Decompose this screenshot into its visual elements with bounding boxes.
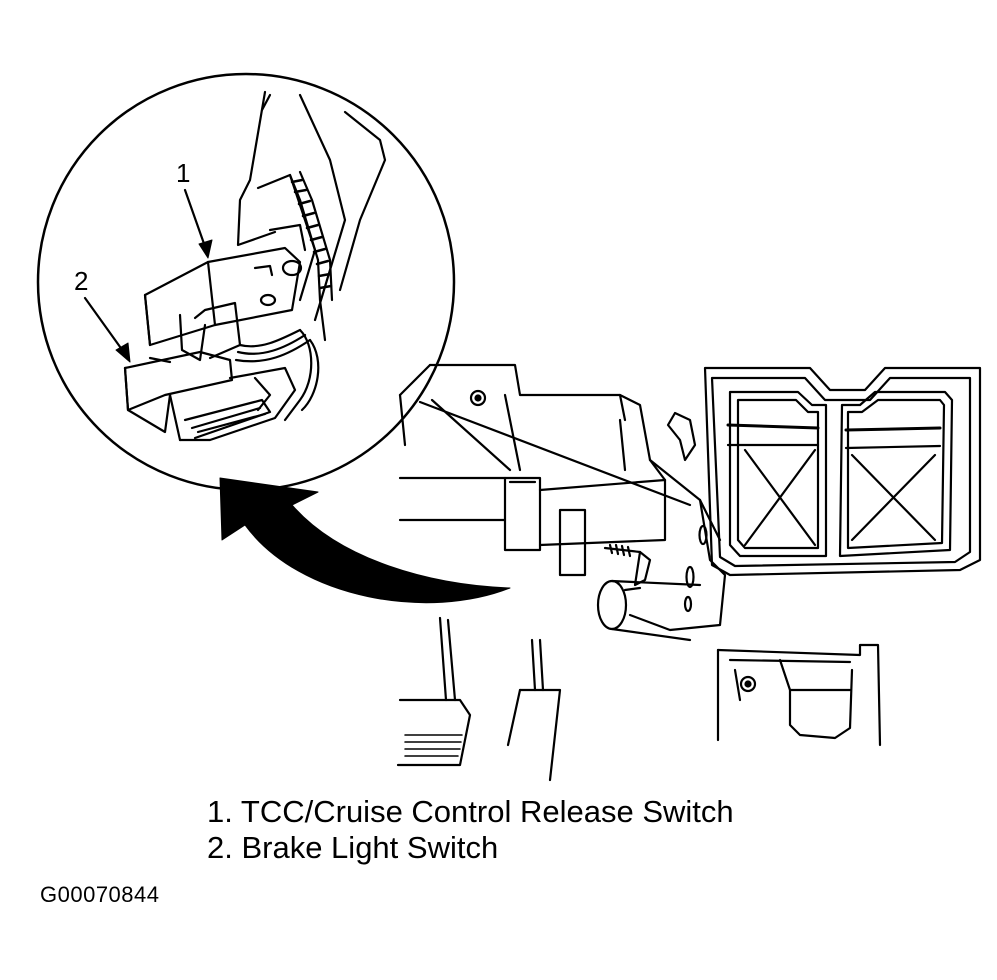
component-legend: 1. TCC/Cruise Control Release Switch 2. … <box>207 794 734 866</box>
callout-1-number: 1 <box>176 158 190 188</box>
dash-assembly <box>396 363 982 782</box>
curved-arrow-icon <box>219 477 511 604</box>
legend-item-tcc-switch: 1. TCC/Cruise Control Release Switch <box>207 794 734 829</box>
callout-2-number: 2 <box>74 266 88 296</box>
detail-magnifier <box>36 72 456 492</box>
legend-item-brake-light-switch: 2. Brake Light Switch <box>207 830 499 865</box>
figure-id: G00070844 <box>40 882 160 907</box>
